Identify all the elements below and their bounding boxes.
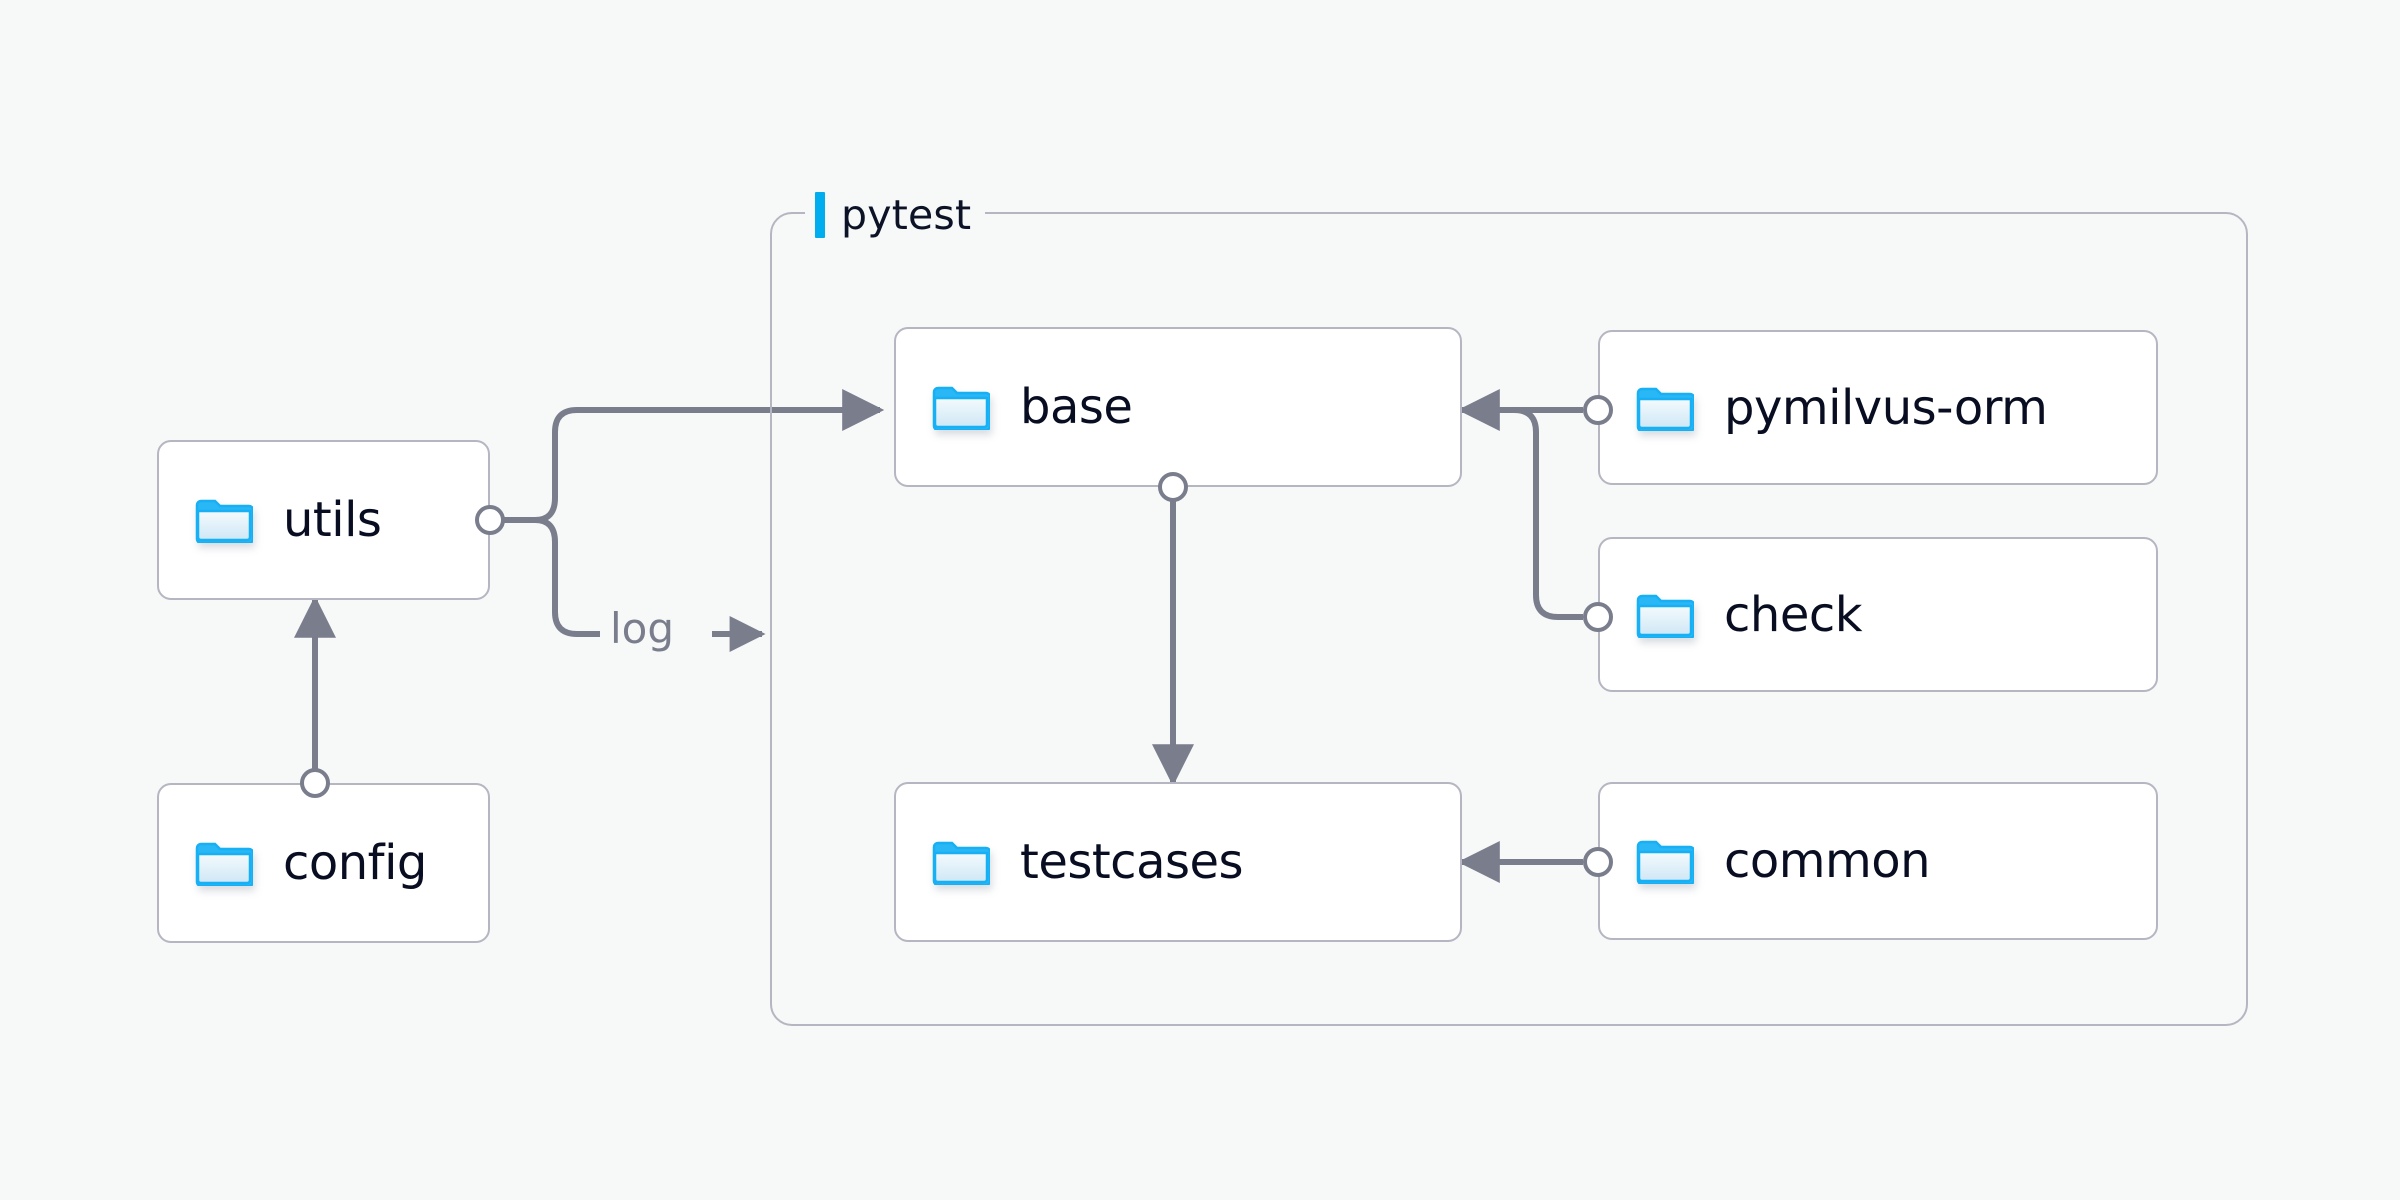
folder-icon bbox=[1636, 838, 1696, 886]
node-utils-label: utils bbox=[283, 492, 382, 548]
port-utils-right[interactable] bbox=[475, 505, 505, 535]
port-check-left[interactable] bbox=[1583, 602, 1613, 632]
node-config-label: config bbox=[283, 835, 427, 891]
node-common-label: common bbox=[1724, 833, 1931, 889]
node-check[interactable]: check bbox=[1598, 537, 2158, 692]
node-testcases-label: testcases bbox=[1020, 834, 1244, 890]
folder-icon bbox=[932, 384, 992, 432]
folder-icon bbox=[1636, 592, 1696, 639]
group-pytest[interactable] bbox=[770, 212, 2248, 1026]
node-utils[interactable]: utils bbox=[157, 440, 490, 600]
port-base-bottom[interactable] bbox=[1158, 472, 1188, 502]
folder-icon bbox=[1636, 385, 1696, 432]
node-common[interactable]: common bbox=[1598, 782, 2158, 940]
port-config-top[interactable] bbox=[300, 768, 330, 798]
node-config[interactable]: config bbox=[157, 783, 490, 943]
edge-label-log: log bbox=[604, 608, 681, 650]
node-base-label: base bbox=[1020, 379, 1133, 435]
node-testcases[interactable]: testcases bbox=[894, 782, 1462, 942]
group-accent-bar bbox=[815, 192, 825, 238]
group-pytest-label-text: pytest bbox=[841, 190, 972, 239]
folder-icon bbox=[195, 840, 255, 888]
port-common-left[interactable] bbox=[1583, 847, 1613, 877]
node-base[interactable]: base bbox=[894, 327, 1462, 487]
folder-icon bbox=[195, 497, 255, 545]
node-check-label: check bbox=[1724, 586, 1863, 643]
group-pytest-label: pytest bbox=[805, 188, 986, 242]
node-pymilvus-orm[interactable]: pymilvus-orm bbox=[1598, 330, 2158, 485]
node-pymilvus-orm-label: pymilvus-orm bbox=[1724, 379, 2048, 436]
port-pymilvus-orm-left[interactable] bbox=[1583, 395, 1613, 425]
folder-icon bbox=[932, 839, 992, 887]
